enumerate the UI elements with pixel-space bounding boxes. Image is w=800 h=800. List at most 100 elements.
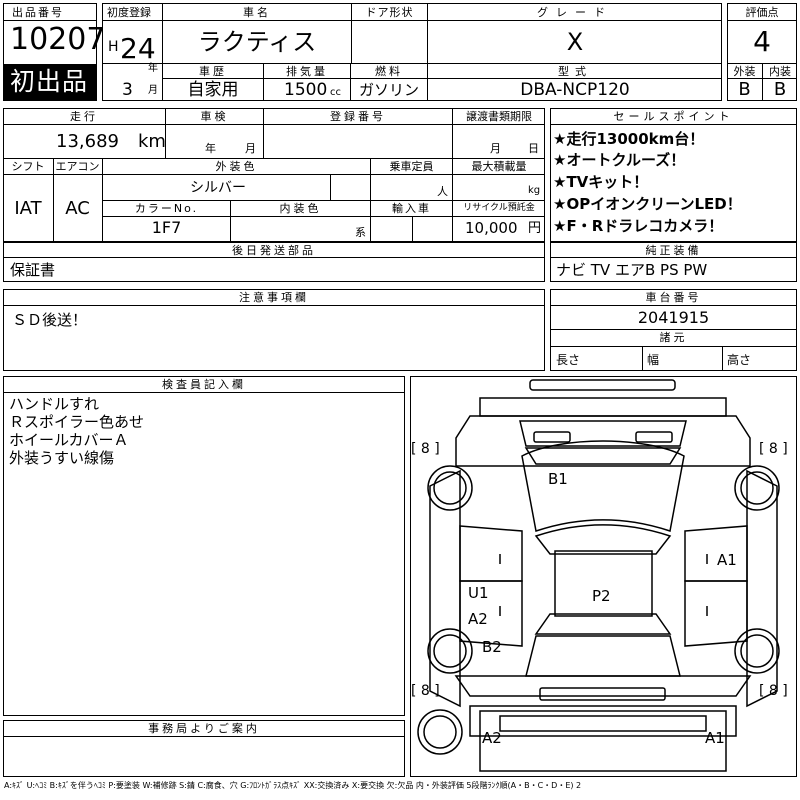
- interior-label: 内装: [769, 65, 791, 78]
- tire-mark: [ 8 ]: [759, 441, 788, 457]
- transfer-month-unit: 月: [490, 142, 501, 155]
- interior-color-label: 内装色: [279, 202, 322, 215]
- damage-mark: A2: [482, 729, 502, 747]
- transfer-day-unit: 日: [528, 142, 539, 155]
- chassis-label: 車台番号: [645, 291, 702, 304]
- reg-month: 3: [122, 80, 133, 100]
- inspection-month-unit: 月: [245, 142, 256, 155]
- recycle-label: リサイクル預託金: [463, 203, 535, 213]
- damage-mark: A1: [705, 729, 725, 747]
- interior-color-unit: 系: [355, 226, 366, 239]
- tire-mark: [ 8 ]: [411, 441, 440, 457]
- fuel: ガソリン: [358, 81, 419, 99]
- color: シルバー: [190, 180, 246, 196]
- model: DBA-NCP120: [520, 80, 630, 100]
- month-unit: 月: [148, 85, 158, 96]
- shift-label: シフト: [11, 160, 45, 173]
- import-label: 輸入車: [392, 202, 431, 215]
- damage-mark: P2: [592, 587, 611, 605]
- load-label: 最大積載量: [471, 160, 527, 173]
- first-reg-label: 初度登録: [107, 6, 151, 19]
- capacity-unit: 人: [437, 185, 448, 198]
- notes: ＳＤ後送！: [12, 311, 88, 329]
- year-unit: 年: [148, 63, 158, 74]
- model-label: 型式: [558, 65, 592, 78]
- grade: X: [566, 28, 584, 56]
- width-label: 幅: [647, 353, 660, 367]
- sales-points-label: セールスポイント: [613, 110, 734, 123]
- damage-mark: A1: [717, 551, 737, 569]
- car-diagram: [410, 376, 797, 777]
- score: 4: [753, 25, 771, 58]
- door-label: ドア形状: [365, 6, 414, 19]
- equipment-label: 純正装備: [645, 244, 702, 257]
- inspector-box: [3, 376, 405, 716]
- grade-label: グレード: [537, 6, 613, 19]
- damage-mark: A2: [468, 610, 488, 628]
- color-no-label: カラーNo.: [134, 202, 199, 215]
- car-name: ラクティス: [197, 28, 317, 56]
- plate-label: 登録番号: [330, 110, 386, 123]
- sales-points-box: [550, 108, 797, 242]
- height-label: 高さ: [727, 353, 752, 367]
- notes-box: [3, 289, 545, 371]
- first-time-label: 初出品: [10, 67, 89, 96]
- sales-point: ★F・Rドラレコカメラ！: [553, 217, 724, 235]
- ac-label: エアコン: [55, 160, 100, 173]
- recycle-unit: 円: [528, 221, 542, 236]
- inspector-label: 検査員記入欄: [162, 378, 246, 391]
- equipment-box: [550, 242, 797, 282]
- inspector-line: Ｒスポイラー色あせ: [9, 413, 145, 431]
- top-info-box: [102, 3, 722, 101]
- tire-mark: [ 8 ]: [411, 683, 440, 699]
- later-parts-label: 後日発送部品: [232, 244, 316, 257]
- interior-grade: B: [773, 79, 787, 100]
- displacement-label: 排気量: [286, 65, 328, 78]
- reg-year: 24: [120, 32, 156, 65]
- inspection-year-unit: 年: [205, 142, 216, 155]
- damage-mark: B2: [482, 638, 502, 656]
- lot-number-box: [3, 3, 97, 101]
- shift: IAT: [14, 198, 42, 219]
- inspection-label: 車検: [200, 110, 229, 123]
- inspector-line: ハンドルすれ: [9, 395, 100, 413]
- exterior-label: 外装: [733, 65, 756, 78]
- transfer-label: 譲渡書類期限: [466, 110, 532, 123]
- sales-point: ★オートクルーズ！: [553, 151, 686, 169]
- sales-point: ★OPイオンクリーンLED！: [553, 195, 742, 213]
- car-name-label: 車名: [243, 6, 271, 19]
- displacement-unit: cc: [330, 87, 341, 98]
- spec-label: 諸元: [659, 331, 688, 344]
- exterior-grade: B: [738, 79, 751, 100]
- chassis-box: [550, 289, 797, 371]
- load-unit: kg: [528, 185, 541, 196]
- sales-point: ★TVキット！: [553, 173, 649, 191]
- color-label: 外装色: [215, 160, 258, 173]
- office-label: 事務局よりご案内: [148, 722, 260, 735]
- mileage-unit: km: [138, 131, 166, 152]
- sales-point: ★走行13000km台！: [553, 130, 705, 148]
- recycle: 10,000: [465, 219, 518, 237]
- later-parts: 保証書: [10, 261, 56, 279]
- damage-mark: U1: [468, 584, 489, 602]
- history: 自家用: [187, 80, 239, 100]
- tire-mark: [ 8 ]: [759, 683, 788, 699]
- equipment: ナビ TV エアB PS PW: [556, 261, 708, 279]
- score-label: 評価点: [745, 6, 779, 19]
- chassis-number: 2041915: [637, 308, 710, 327]
- car-diagram-drawing: [417, 379, 780, 772]
- mileage: 13,689: [56, 131, 119, 152]
- notes-label: 注意事項欄: [239, 291, 309, 304]
- vehicle-details-box: [3, 108, 545, 242]
- history-label: 車歴: [199, 65, 227, 78]
- legend: A:ｷｽﾞ U:ﾍｺﾐ B:ｷｽﾞを伴うﾍｺﾐ P:要塗装 W:補修跡 S:錆 …: [4, 781, 582, 790]
- color-no: 1F7: [151, 218, 182, 237]
- mileage-label: 走行: [70, 110, 98, 123]
- length-label: 長さ: [556, 353, 581, 367]
- damage-mark: B1: [548, 470, 568, 488]
- inspector-line: ホイールカバーＡ: [9, 431, 129, 449]
- office-box: [3, 720, 405, 777]
- later-parts-box: [3, 242, 545, 282]
- era: H: [108, 39, 119, 55]
- ac: AC: [65, 198, 90, 219]
